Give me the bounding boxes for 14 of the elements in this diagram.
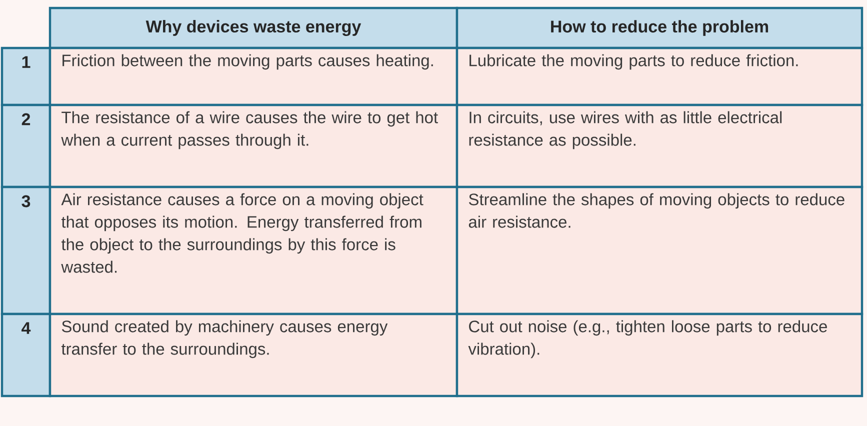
table-cell: In circuits, use wires with as little electrical resistance as possible.	[456, 104, 864, 188]
table-cell: Sound created by machinery causes energy transfer to the surroundings.	[48, 312, 458, 398]
table-cell: Air resistance causes a force on a moving object that opposes its motion. Energy transferred from the object to the surroundings by this force is wasted.	[48, 186, 458, 316]
table-cell: Streamline the shapes of moving objects to reduce air resistance.	[456, 186, 864, 316]
table-cell: Lubricate the moving parts to reduce friction.	[456, 46, 864, 106]
table-cell: Friction between the moving parts causes heating.	[48, 46, 458, 106]
header-cell: Why devices waste energy	[48, 6, 458, 50]
table-cell: The resistance of a wire causes the wire to get hot when a current passes through it.	[48, 104, 458, 188]
row-number: 2	[0, 104, 52, 188]
header-cell: How to reduce the problem	[456, 6, 864, 50]
row-number: 1	[0, 46, 52, 106]
table-cell: Cut out noise (e.g., tighten loose parts to reduce vibration).	[456, 312, 864, 398]
row-number: 4	[0, 312, 52, 398]
row-number: 3	[0, 186, 52, 316]
